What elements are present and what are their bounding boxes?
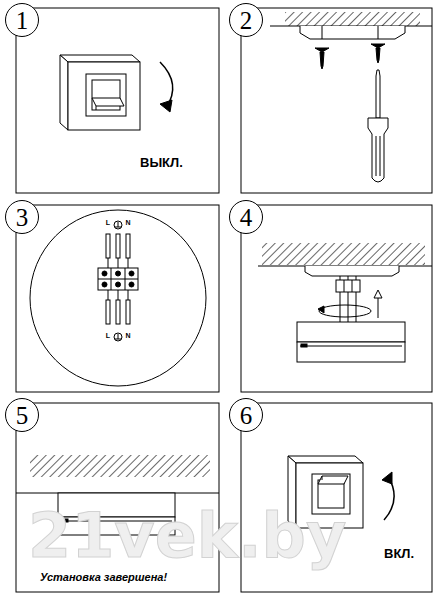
step-number-text: 5 — [16, 403, 29, 428]
screwdriver — [368, 70, 388, 182]
terminal-label: L — [106, 219, 110, 227]
rotate-arrow — [160, 62, 173, 112]
panel-frame — [241, 8, 432, 193]
ground-symbol — [114, 333, 122, 341]
panel-frame — [16, 8, 219, 193]
completion-note: Установка завершена! — [40, 571, 167, 584]
step-number: 6 — [229, 398, 263, 432]
switch-state: ВКЛ. — [384, 547, 414, 562]
step-number-text: 1 — [16, 8, 29, 33]
step-number: 4 — [229, 200, 263, 234]
step-number-text: 3 — [16, 205, 29, 230]
ceiling-hatch — [30, 455, 210, 477]
ceiling-hatch — [285, 12, 420, 26]
step-number-text: 2 — [240, 8, 253, 33]
terminal-block — [98, 268, 138, 290]
step-number-text: 6 — [240, 403, 253, 428]
panel-frame — [16, 205, 219, 392]
detail-circle — [30, 210, 206, 386]
terminal-label: N — [125, 332, 130, 340]
panel-frame — [241, 205, 432, 392]
step-number: 2 — [229, 3, 263, 37]
up-arrow — [374, 290, 382, 318]
switch-state: ВЫКЛ. — [140, 156, 183, 171]
step-number-text: 4 — [240, 205, 253, 230]
screw — [371, 44, 385, 63]
step-number: 3 — [5, 200, 39, 234]
terminal-label: L — [106, 332, 110, 340]
luminaire — [297, 322, 405, 362]
terminal-label: N — [125, 219, 130, 227]
ceiling-hatch — [262, 243, 425, 265]
mounting-plate — [305, 266, 399, 276]
step-number: 5 — [5, 398, 39, 432]
step-number: 1 — [5, 3, 39, 37]
screw — [315, 48, 329, 69]
watermark: 21vek.by — [28, 500, 346, 571]
terminal-block — [336, 276, 360, 322]
rotate-arrow — [318, 305, 371, 317]
switch-box — [60, 55, 140, 130]
ground-symbol — [114, 221, 122, 229]
rotate-arrow — [382, 472, 394, 520]
mounting-plate — [300, 26, 405, 39]
